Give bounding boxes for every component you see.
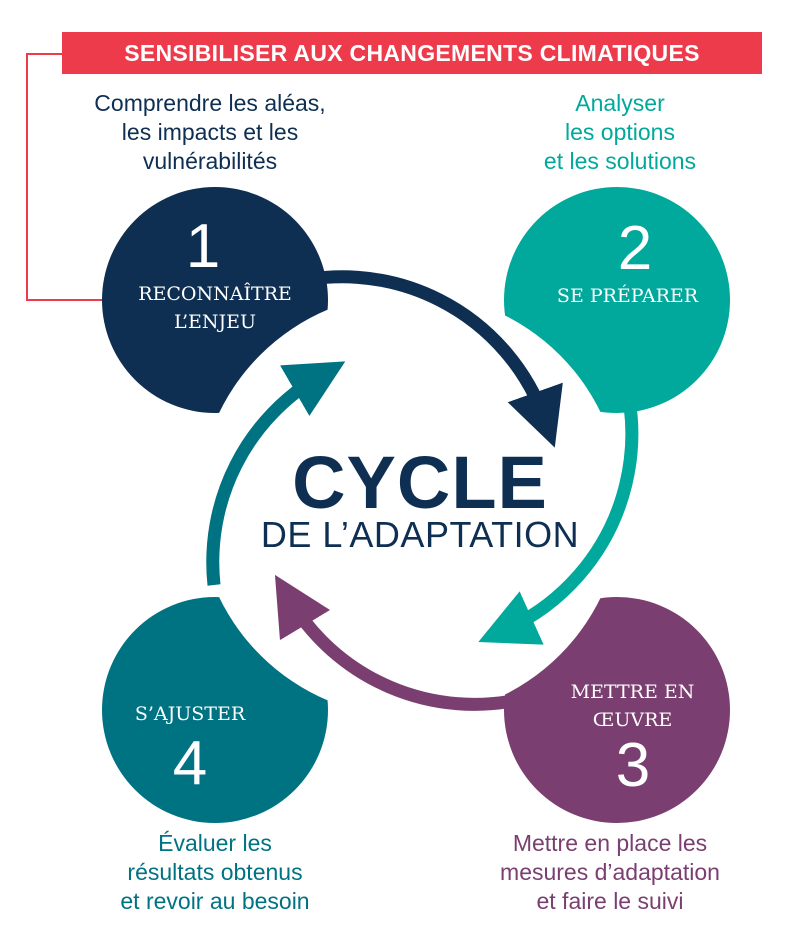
step-3-number: 3 [615,731,651,800]
arrow-step1-to-step2 [278,270,563,448]
arrow-step4-to-step1 [206,361,346,586]
banner-connector-line [26,53,104,301]
step-1-description: Comprendre les aléas, les impacts et les… [94,90,326,174]
cycle-subtitle: DE L’ADAPTATION [260,514,580,555]
awareness-banner: SENSIBILISER AUX CHANGEMENTS CLIMATIQUES [62,32,762,74]
step-4-number: 4 [172,729,208,798]
step-1-number: 1 [185,212,221,281]
step-3-label: METTRE EN ŒUVRE [570,681,695,731]
step-3-description: Mettre en place les mesures d’adaptation… [500,830,720,914]
step-2-number: 2 [617,214,653,283]
step-2-label: SE PRÉPARER [556,285,699,307]
step-2-description: Analyser les options et les solutions [543,90,697,174]
step-4-description: Évaluer les résultats obtenus et revoir … [120,830,310,914]
step-1-label: RECONNAÎTRE L’ENJEU [138,283,292,333]
cycle-title: CYCLE [292,441,548,524]
step-4-label: S’AJUSTER [134,703,246,725]
arrow-step3-to-step4 [274,574,524,711]
arrow-step2-to-step3 [478,295,639,645]
